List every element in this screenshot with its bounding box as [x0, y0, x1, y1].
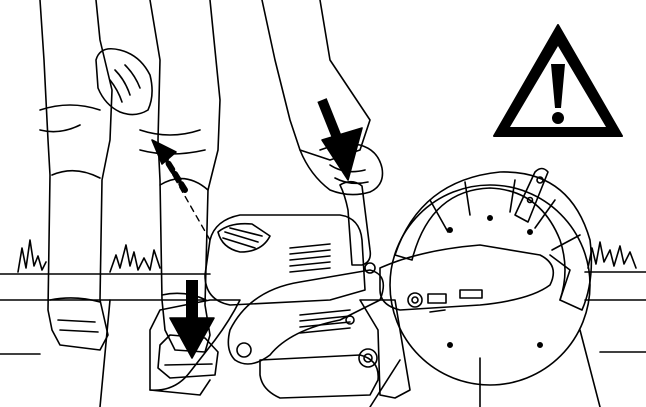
- cooling-fins: [289, 243, 351, 334]
- starter-hand: [95, 47, 153, 116]
- power-cutter: [149, 180, 411, 399]
- pull-direction-arrow: [151, 139, 211, 241]
- rear-handle: [149, 299, 241, 391]
- grass: [17, 239, 637, 273]
- guard-lever: [514, 167, 549, 223]
- press-handle-arrow: [317, 98, 363, 181]
- front-handle: [339, 180, 372, 266]
- warning-triangle-icon: [493, 24, 623, 137]
- blade-assembly: [379, 167, 593, 386]
- cutting-arm: [379, 244, 555, 311]
- floor: [0, 271, 646, 407]
- operator-arm: [261, 0, 384, 196]
- blade-guard: [394, 171, 593, 311]
- operator-foot: [157, 334, 219, 379]
